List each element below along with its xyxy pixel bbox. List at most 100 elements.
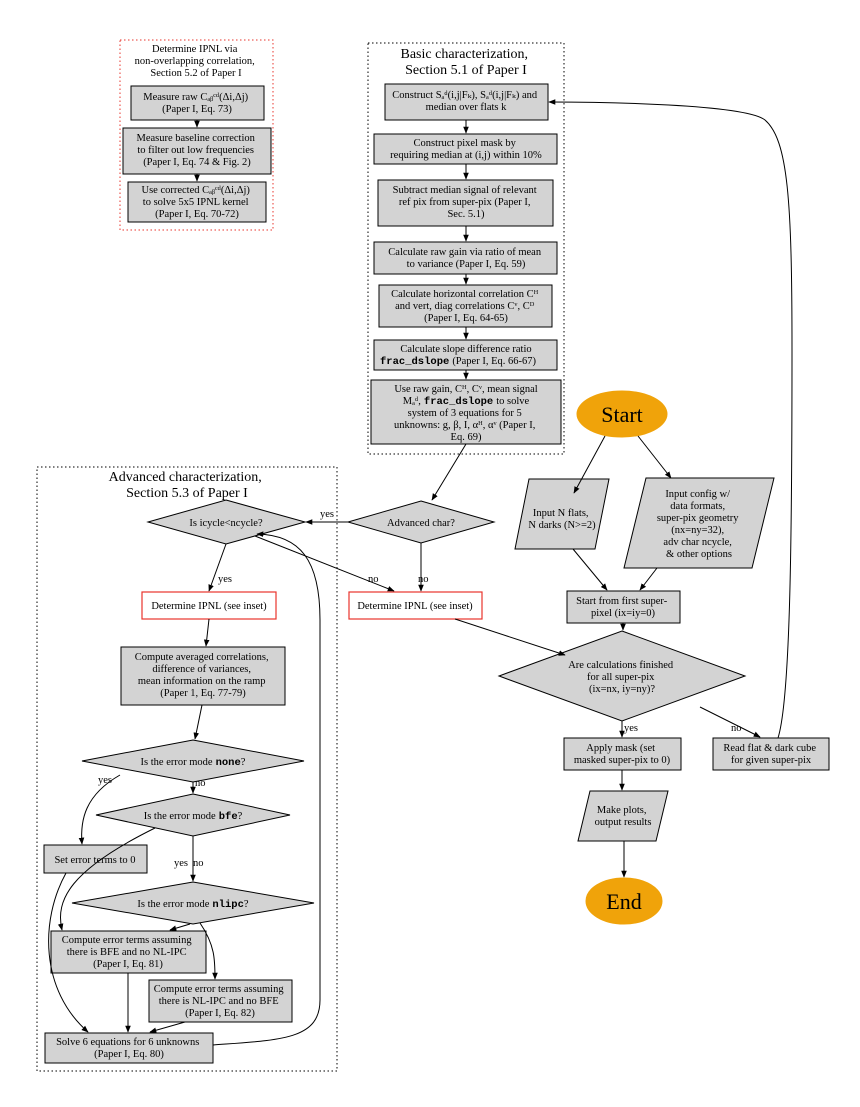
- basic-raw-gain-node: Calculate raw gain via ratio of mean to …: [373, 241, 558, 275]
- edge-start-flats: [573, 435, 606, 494]
- bfe-error-terms-node: Compute error terms assuming there is BF…: [50, 930, 207, 974]
- advanced-char-decision: Advanced char?: [346, 500, 496, 544]
- svg-text:Input config w/ data for: Input config w/ data formats, super-pix …: [657, 489, 741, 560]
- edge-solve-advanced: [431, 443, 467, 501]
- label-yes-icycle: yes: [218, 574, 232, 585]
- inset-measure-raw-node: Measure raw Cₐᵦᶜᵈ(Δi,Δj) (Paper I, Eq. 7…: [130, 85, 265, 121]
- edge-flats-startfirst: [572, 548, 608, 591]
- edge-icycle-ipnl: [208, 543, 227, 592]
- svg-text:Start: Start: [601, 402, 643, 427]
- svg-text:Input N flats, N darks (: Input N flats, N darks (N>=2): [528, 508, 596, 531]
- edge-compute-none: [193, 704, 203, 740]
- start-node: Start: [576, 390, 668, 438]
- svg-text:system of 3 equations for 5: system of 3 equations for 5 unknowns: g,…: [394, 408, 538, 443]
- basic-slope-ratio-node: Calculate slope difference ratio frac_ds…: [373, 339, 558, 371]
- edge-nlipc-bfeterms: [169, 923, 191, 931]
- svg-text:Calculate slope difference rat: Calculate slope difference ratio: [400, 344, 531, 355]
- edge-nlipcterms-solve: [149, 1021, 186, 1033]
- svg-text:Use raw gain, Cᴴ, Cᵛ, mean s: Use raw gain, Cᴴ, Cᵛ, mean signal: [394, 384, 537, 395]
- input-config-node: Input config w/ data formats, super-pix …: [623, 477, 775, 569]
- edge-start-config: [637, 435, 672, 479]
- edge-ipnlmain-finished: [454, 618, 566, 656]
- make-plots-node: Make plots, output results: [577, 790, 669, 842]
- label-yes-none: yes: [98, 775, 112, 786]
- label-no-advanced: no: [418, 574, 429, 585]
- label-no-none: no: [195, 778, 206, 789]
- svg-text:Are calculations finished: Are calculations finished for all super-…: [568, 660, 676, 695]
- basic-subtract-node: Subtract median signal of relevant ref p…: [377, 179, 554, 227]
- label-no-finished: no: [731, 723, 742, 734]
- inset-use-corrected-node: Use corrected Cₐᵦᶜᵈ(Δi,Δj) to solve 5x5 …: [127, 181, 267, 223]
- svg-text:Start from first super-: Start from first super- pixel (ix=iy=0): [576, 596, 670, 619]
- basic-cluster: [367, 42, 565, 455]
- label-no-bfe: no: [193, 858, 204, 869]
- advanced-cluster-title: Advanced characterization, Section 5.3 o…: [109, 470, 266, 501]
- svg-text:Construct pixel mask by: Construct pixel mask by requiring median…: [390, 138, 542, 161]
- edge-config-startfirst: [639, 567, 658, 591]
- svg-text:Is icycle<ncycle?: Is icycle<ncycle?: [189, 518, 263, 529]
- edge-readflat-construct: [548, 99, 793, 739]
- svg-text:End: End: [606, 889, 641, 914]
- svg-text:Determine IPNL (see inset): Determine IPNL (see inset): [357, 601, 473, 612]
- svg-text:Measure baseline correction: Measure baseline correction to filter ou…: [137, 133, 258, 168]
- svg-text:Determine IPNL (see inset): Determine IPNL (see inset): [151, 601, 267, 612]
- label-yes-bfe: yes: [174, 858, 188, 869]
- edge-bfe-bfeterms: [57, 827, 156, 931]
- svg-text:Construct Sₐᵈ(i,j|Fₖ), Sₐᵈ(i,j: Construct Sₐᵈ(i,j|Fₖ), Sₐᵈ(i,j|Fₖ) and m…: [392, 90, 540, 113]
- svg-text:Calculate raw gain via ratio o: Calculate raw gain via ratio of mean to …: [388, 247, 543, 270]
- svg-text:Apply mask (set masked s: Apply mask (set masked super-pix to 0): [574, 743, 671, 766]
- read-flat-dark-node: Read flat & dark cube for given super-pi…: [712, 737, 830, 771]
- edge-setzero-solve: [48, 872, 89, 1033]
- svg-text:Subtract median signal of rele: Subtract median signal of relevant ref p…: [393, 185, 540, 220]
- svg-text:Advanced char?: Advanced char?: [387, 518, 455, 529]
- set-error-zero-node: Set error terms to 0: [43, 844, 148, 874]
- basic-solve-system-node: Use raw gain, Cᴴ, Cᵛ, mean signal Mₐᵈ,fr…: [370, 379, 562, 445]
- basic-cluster-title: Basic characterization, Section 5.1 of P…: [401, 47, 532, 78]
- icycle-decision: Is icycle<ncycle?: [146, 499, 307, 545]
- svg-text:Set error terms to 0: Set error terms to 0: [54, 855, 135, 866]
- apply-mask-node: Apply mask (set masked super-pix to 0): [563, 737, 682, 771]
- label-no-icycle: no: [368, 574, 379, 585]
- basic-mask-node: Construct pixel mask by requiring median…: [373, 133, 558, 165]
- svg-text:Read flat & dark cube fo: Read flat & dark cube for given super-pi…: [723, 743, 818, 766]
- basic-horizontal-correlation-node: Calculate horizontal correlation Cᴴ and …: [378, 284, 553, 328]
- start-first-superpixel-node: Start from first super- pixel (ix=iy=0): [566, 590, 681, 624]
- svg-text:Compute error terms assuming: Compute error terms assuming there is NL…: [154, 984, 286, 1019]
- inset-cluster: [119, 39, 274, 231]
- edge-ipnladv-compute: [203, 618, 210, 647]
- calculations-finished-decision: Are calculations finished for all super-…: [497, 630, 747, 722]
- label-yes-advanced: yes: [320, 509, 334, 520]
- end-node: End: [585, 877, 663, 925]
- svg-text:Compute error terms assuming: Compute error terms assuming there is BF…: [62, 935, 194, 970]
- edge-icycle-ipnlmain: [254, 535, 395, 592]
- inset-baseline-node: Measure baseline correction to filter ou…: [122, 127, 272, 175]
- determine-ipnl-main-node: Determine IPNL (see inset): [348, 591, 483, 620]
- edge-nlipc-nlipcterms: [199, 922, 218, 980]
- inset-cluster-title: Determine IPNL via non-overlapping corre…: [135, 44, 258, 79]
- svg-text:Make plots, output resul: Make plots, output results: [595, 805, 652, 828]
- compute-averaged-node: Compute averaged correlations, differenc…: [120, 646, 286, 706]
- svg-text:Calculate horizontal correlati: Calculate horizontal correlation Cᴴ and …: [391, 289, 541, 324]
- edge-none-setzero: [78, 774, 121, 845]
- svg-text:Solve 6 equations for 6 unknow: Solve 6 equations for 6 unknowns (Paper …: [56, 1037, 202, 1060]
- basic-construct-node: Construct Sₐᵈ(i,j|Fₖ), Sₐᵈ(i,j|Fₖ) and m…: [384, 83, 549, 121]
- svg-text:Measure raw Cₐᵦᶜᵈ(Δi,Δj): Measure raw Cₐᵦᶜᵈ(Δi,Δj) (Paper I, Eq. 7…: [143, 92, 251, 115]
- edge-finished-readflat: [699, 706, 761, 738]
- svg-text:Use corrected Cₐᵦᶜᵈ(Δi,Δj): Use corrected Cₐᵦᶜᵈ(Δi,Δj) to solve 5x5 …: [141, 185, 252, 220]
- edge-solve-icycle: [212, 531, 321, 1046]
- label-yes-finished: yes: [624, 723, 638, 734]
- svg-text:Compute averaged correlations,: Compute averaged correlations, differenc…: [135, 652, 271, 699]
- determine-ipnl-advanced-node: Determine IPNL (see inset): [141, 591, 277, 620]
- input-flats-node: Input N flats, N darks (N>=2): [514, 478, 610, 550]
- solve-six-equations-node: Solve 6 equations for 6 unknowns (Paper …: [44, 1032, 214, 1064]
- nlipc-error-terms-node: Compute error terms assuming there is NL…: [148, 979, 293, 1023]
- svg-text:frac_dslope(Paper I, Eq. 66-67: frac_dslope(Paper I, Eq. 66-67): [380, 356, 536, 368]
